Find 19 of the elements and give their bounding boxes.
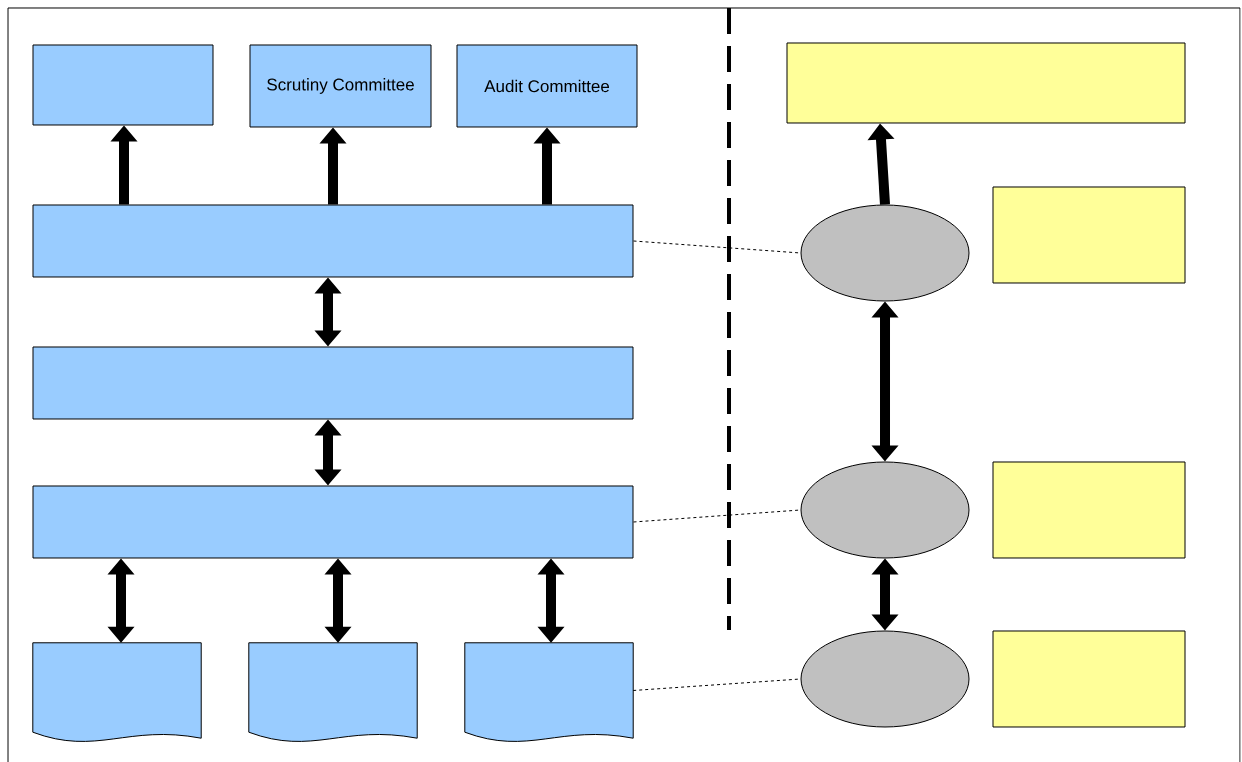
connector-line bbox=[633, 240, 801, 254]
process-box bbox=[32, 44, 214, 126]
ellipse-shape bbox=[800, 204, 970, 302]
process-box: Audit Committee bbox=[456, 44, 638, 128]
process-box bbox=[786, 42, 1186, 124]
process-box bbox=[32, 485, 634, 559]
connector-line bbox=[633, 509, 801, 523]
ellipse-shape bbox=[800, 630, 970, 728]
process-box bbox=[992, 461, 1186, 559]
process-box bbox=[992, 186, 1186, 284]
connector-line bbox=[632, 678, 801, 691]
process-box bbox=[992, 630, 1186, 728]
ellipse-shape bbox=[800, 461, 970, 559]
document-shape bbox=[248, 642, 418, 742]
process-box bbox=[32, 204, 634, 278]
process-box: Scrutiny Committee bbox=[249, 44, 432, 128]
document-shape bbox=[464, 642, 634, 742]
document-shape bbox=[32, 642, 202, 742]
process-box bbox=[32, 346, 634, 420]
